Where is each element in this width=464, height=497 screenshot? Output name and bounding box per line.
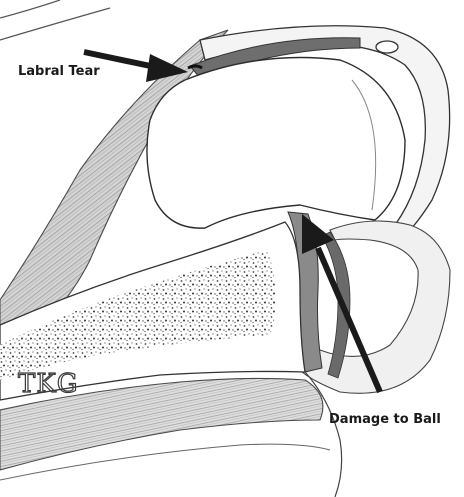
damage-to-ball-label: Damage to Ball [329,412,441,427]
femoral-head [147,58,405,229]
labral-tear-label: Labral Tear [18,64,100,79]
socket-notch [376,41,398,53]
artist-initials: TKG [18,369,79,399]
